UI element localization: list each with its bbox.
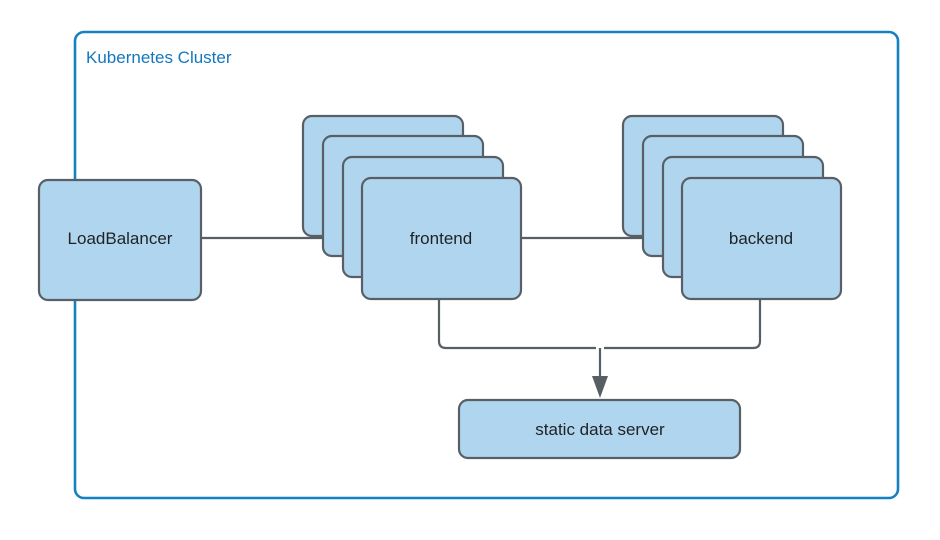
edge-frontend-to-static[interactable]: [437, 299, 596, 350]
edge-backend-to-static[interactable]: [604, 299, 762, 350]
node-loadbalancer[interactable]: LoadBalancer: [37, 178, 203, 302]
arrowhead-merged-static: [592, 376, 608, 398]
loadbalancer-label: LoadBalancer: [68, 229, 173, 248]
node-frontend[interactable]: frontend: [301, 114, 523, 301]
frontend-replica-card-1[interactable]: [360, 176, 523, 301]
loadbalancer-box[interactable]: [37, 178, 203, 302]
static-data-server-box[interactable]: [457, 398, 742, 460]
backend-replica-card-1[interactable]: [680, 176, 843, 301]
edge-line-backend-static: [604, 299, 762, 350]
node-backend[interactable]: backend: [621, 114, 843, 301]
edge-line-frontend-static: [437, 299, 596, 350]
static-data-server-label: static data server: [535, 420, 665, 439]
backend-label: backend: [729, 229, 793, 248]
node-static-data-server[interactable]: static data server: [457, 398, 742, 460]
frontend-label: frontend: [410, 229, 472, 248]
edge-merge-to-static[interactable]: [592, 348, 608, 398]
cluster-label: Kubernetes Cluster: [86, 48, 232, 67]
